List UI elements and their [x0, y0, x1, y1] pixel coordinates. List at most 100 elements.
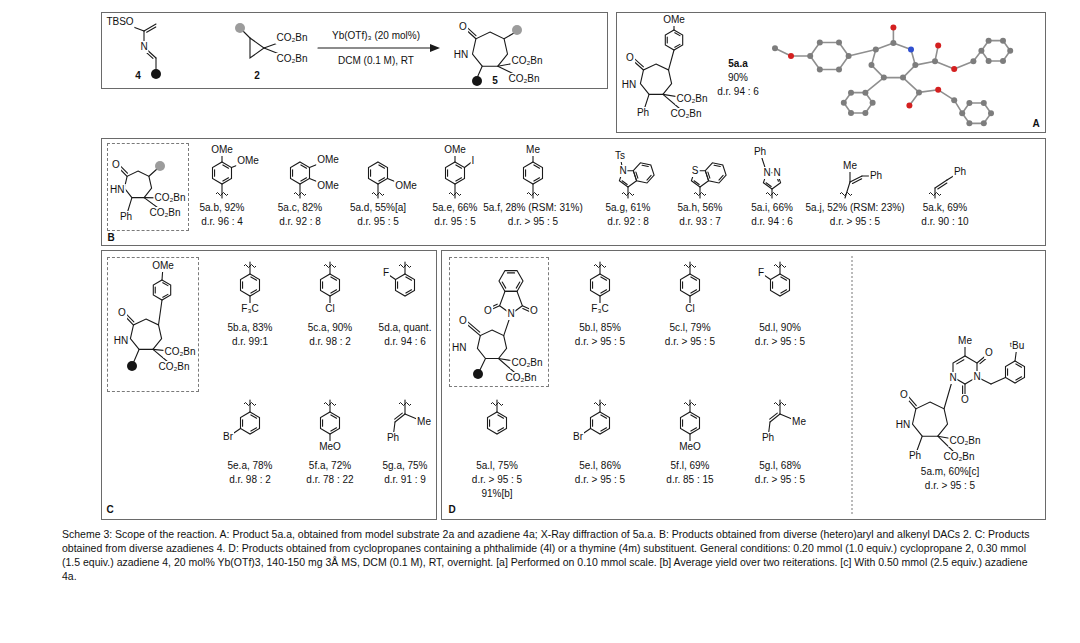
ring-outline [213, 162, 232, 184]
bond-line [691, 277, 697, 280]
wavy-bond [694, 193, 706, 196]
xray-atom [807, 53, 813, 59]
bond-line [935, 61, 954, 69]
structure-text: D [447, 504, 456, 516]
wavy-bond [594, 403, 606, 406]
structure-text: Me [957, 335, 973, 347]
bond-line [636, 172, 638, 178]
xray-atom [868, 62, 874, 68]
structure-text: O [458, 315, 468, 327]
bond-line [397, 282, 398, 289]
ring-outline [591, 274, 610, 296]
bond-line [592, 420, 593, 427]
bond-line [772, 282, 773, 289]
wavy-bond [774, 265, 786, 268]
bond-line [456, 178, 462, 181]
panel-a: OMeOHNPhCO₂BnCO₂Bn5a.a90%d.r. 94 : 6A [616, 12, 1046, 133]
structure-text: d.r. > 95 : 5 [754, 336, 806, 348]
xray-atom [932, 58, 938, 64]
bond-line [331, 428, 337, 431]
ring-outline [153, 280, 170, 300]
xray-atom [848, 110, 854, 116]
structure-text: CO₂Bn [148, 207, 181, 219]
structure-text: d.r. 95 : 5 [433, 216, 477, 228]
xray-atom [890, 24, 896, 30]
bond-line [318, 47, 432, 48]
structure-text: 5c.l, 79% [668, 322, 711, 334]
ring-outline [488, 412, 507, 434]
structure-text: CO₂Bn [948, 435, 981, 447]
substituent-dot [472, 76, 482, 86]
structure-text: F₃C [590, 303, 609, 315]
structure-text: Ph [869, 170, 883, 182]
ring-outline [130, 319, 161, 349]
bond-line [689, 400, 690, 412]
wavy-bond [244, 265, 256, 268]
wavy-bond [840, 193, 852, 196]
structure-text: N [506, 308, 515, 320]
bond-line [599, 262, 600, 274]
bond-line [642, 165, 648, 166]
ring-outline [396, 274, 415, 296]
structure-text: 2 [253, 70, 261, 82]
bond-line [682, 282, 683, 289]
xray-atom [988, 110, 994, 116]
ring-outline [771, 274, 790, 296]
structure-text: d.r. > 95 : 5 [574, 474, 626, 486]
bond-line [719, 175, 723, 180]
xray-atom [1000, 38, 1006, 44]
structure-text: OMe [316, 180, 340, 192]
ring-outline [524, 162, 543, 184]
ring-outline [473, 32, 508, 66]
ring-outline [321, 274, 340, 296]
wavy-bond [449, 193, 461, 196]
bond-line [502, 282, 506, 288]
bond-line [370, 170, 371, 177]
bond-line [223, 178, 229, 181]
structure-text: O [899, 389, 909, 401]
structure-text: OMe [236, 155, 260, 167]
structure-text: CO₂Bn [675, 93, 708, 105]
structure-text: OMe [662, 14, 686, 26]
wavy-bond [324, 265, 336, 268]
ring-outline [499, 271, 523, 292]
bond-line [149, 169, 157, 176]
bond-line [498, 415, 504, 418]
bond-line [249, 400, 250, 412]
structure-text: Me [416, 416, 432, 428]
xray-atom [870, 100, 876, 106]
xray-atom [817, 67, 823, 73]
bond-line [592, 282, 593, 289]
bond-line [163, 283, 168, 286]
bond-line [404, 262, 405, 274]
bond-line [601, 428, 607, 431]
bond-line [991, 378, 1006, 385]
bond-line [456, 165, 462, 168]
wavy-bond [774, 403, 786, 406]
xray-atom [959, 110, 965, 116]
substituent-dot [155, 161, 165, 171]
structure-text: N [762, 167, 771, 179]
bond-line [251, 290, 257, 293]
structure-text: d.r. > 95 : 5 [507, 216, 559, 228]
structure-text: Me [791, 416, 807, 428]
bond-line [779, 400, 780, 414]
structure-text: 5a.c, 82% [277, 202, 323, 214]
structure-text: d.r. > 95 : 5 [471, 474, 523, 486]
substituent-dot [151, 69, 161, 79]
structure-text: CO₂Bn [275, 53, 308, 65]
bond-line [667, 37, 668, 43]
ring-outline [124, 171, 151, 198]
bond-line [770, 414, 780, 422]
bond-line [395, 414, 405, 422]
structure-text: B [106, 232, 115, 244]
structure-text: d.r. 91 : 9 [383, 474, 427, 486]
structure-text: d.r. 98 : 2 [308, 336, 352, 348]
structure-text: 5a.a [727, 58, 748, 70]
structure-text: 5a.f, 28% (RSM: 31%) [482, 202, 583, 214]
structure-text: O [458, 21, 468, 33]
bond-line [689, 262, 690, 274]
structure-text: CO₂Bn [942, 451, 975, 463]
xray-atom [935, 87, 941, 93]
